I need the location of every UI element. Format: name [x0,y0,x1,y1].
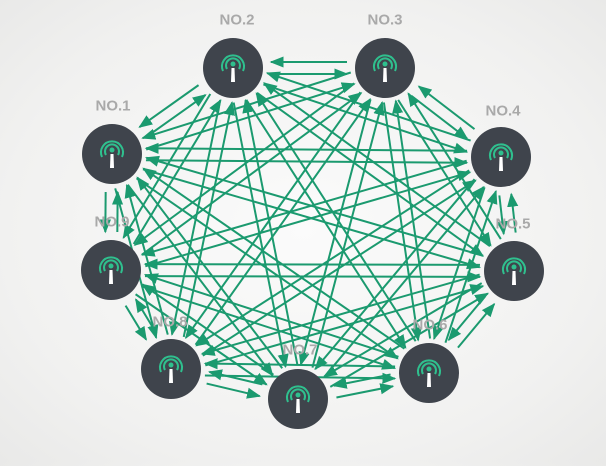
node-label-8: NO.8 [152,314,187,331]
edge-4-to-7 [315,179,474,369]
edge-6-to-2 [256,93,415,341]
node-label-6: NO.6 [412,317,447,334]
node-label-3: NO.3 [367,12,402,29]
edge-1-to-7 [128,185,273,376]
node-label-4: NO.4 [485,103,520,120]
node-label-2: NO.2 [219,12,254,29]
node-4[interactable] [471,127,531,187]
edge-8-to-7 [207,384,260,397]
node-7[interactable] [268,369,328,429]
node-label-1: NO.1 [95,98,130,115]
edge-5-to-9 [145,264,480,265]
node-2[interactable] [203,38,263,98]
edge-6-to-5 [458,304,494,348]
node-1[interactable] [82,124,142,184]
node-9[interactable] [81,240,141,300]
edge-2-to-5 [257,93,483,256]
edge-1-to-4 [146,160,467,162]
edge-4-to-1 [146,148,467,150]
node-label-5: NO.5 [495,216,530,233]
node-5[interactable] [484,241,544,301]
node-label-7: NO.7 [282,342,317,359]
edge-5-to-1 [146,158,483,256]
node-8[interactable] [141,339,201,399]
node-3[interactable] [355,38,415,98]
edge-9-to-5 [145,276,480,277]
edge-4-to-9 [142,161,467,255]
edge-7-to-6 [336,386,392,397]
edge-7-to-8 [209,372,262,385]
node-label-9: NO.9 [94,214,129,231]
node-6[interactable] [399,343,459,403]
